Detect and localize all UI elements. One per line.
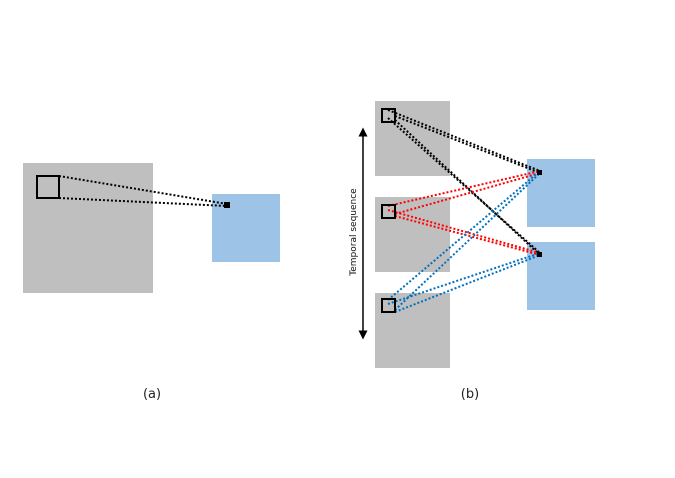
- output-pixel-2: [537, 252, 542, 257]
- kernel-window: [36, 175, 60, 199]
- temporal-axis-label: Temporal sequence: [349, 188, 359, 277]
- caption-a: (a): [143, 387, 161, 402]
- input-frame-2: [375, 197, 450, 272]
- caption-b: (b): [461, 387, 479, 402]
- panel-a: (a): [23, 163, 280, 402]
- frame1-links: [387, 109, 541, 256]
- kernel-window-frame-3: [381, 298, 396, 313]
- output-pixel: [224, 202, 230, 208]
- receptive-link-bottom: [58, 197, 228, 207]
- kernel-window-frame-1: [381, 108, 396, 123]
- frame3-links: [387, 170, 541, 313]
- receptive-link-top: [58, 175, 228, 205]
- input-frame-3: [375, 293, 450, 368]
- panel-b: Temporal sequence: [349, 101, 595, 402]
- input-frame-1: [375, 101, 450, 176]
- output-pixel-1: [537, 170, 542, 175]
- input-feature-map: [23, 163, 153, 293]
- kernel-window-frame-2: [381, 204, 396, 219]
- frame2-links: [387, 170, 541, 256]
